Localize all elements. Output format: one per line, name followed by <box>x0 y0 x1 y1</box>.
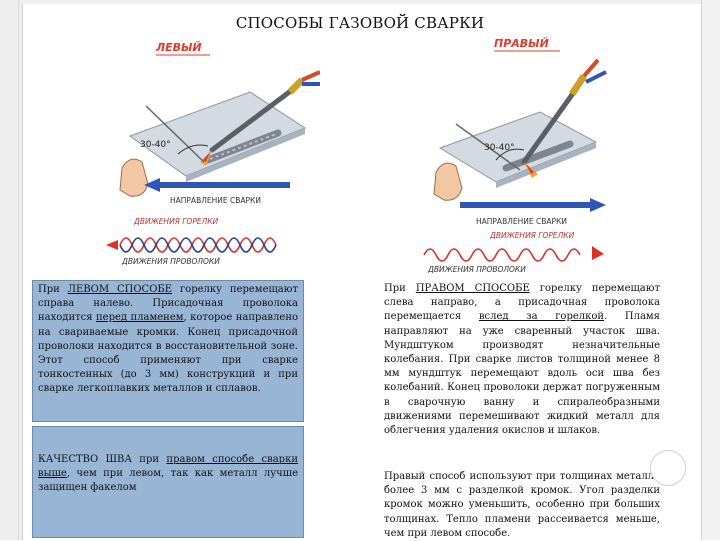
left-plate-edge <box>186 128 305 182</box>
right-method-tag: ПРАВЫЙ <box>494 37 549 50</box>
right-method-usage: Правый способ используют при толщинах ме… <box>384 471 660 539</box>
slide-decoration-circle <box>650 450 686 486</box>
left-torch-motion-label: ДВИЖЕНИЯ ГОРЕЛКИ <box>133 217 219 226</box>
left-method-description: При ЛЕВОМ СПОСОБЕ горелку перемещают спр… <box>32 280 304 422</box>
right-metal-plate <box>438 111 598 183</box>
slide-right-border <box>701 0 720 540</box>
right-flame-core <box>526 164 534 174</box>
left-desc-heading: ЛЕВОМ СПОСОБЕ <box>67 284 173 295</box>
left-desc-text-3: , которое направлено на свариваемые кром… <box>38 312 299 395</box>
right-angle-arc <box>495 148 525 161</box>
left-torch-handle <box>287 77 305 95</box>
right-wave-arrow <box>592 246 604 260</box>
slide-left-border <box>0 0 23 540</box>
right-torch-nozzle <box>521 89 577 165</box>
left-wave-arrow <box>106 240 118 250</box>
right-wire-motion-label: ДВИЖЕНИЯ ПРОВОЛОКИ <box>427 265 526 274</box>
left-weld-ripples <box>209 133 277 160</box>
right-method-description: При ПРАВОМ СПОСОБЕ горелку перемещают сл… <box>384 282 660 438</box>
right-desc-emphasis: вслед за горелкой <box>478 311 605 323</box>
right-angle-label: 30-40° <box>484 143 515 153</box>
left-desc-emphasis: перед пламенем <box>96 312 184 324</box>
left-method-tag: ЛЕВЫЙ <box>155 41 202 54</box>
right-torch-motion-label: ДВИЖЕНИЯ ГОРЕЛКИ <box>489 231 575 240</box>
left-direction-label: НАПРАВЛЕНИЕ СВАРКИ <box>170 196 261 205</box>
right-filler-wire <box>455 123 521 171</box>
left-flame-core <box>203 152 210 162</box>
weld-quality-note: КАЧЕСТВО ШВА при правом способе сварки в… <box>32 426 304 538</box>
right-weld-bead <box>502 140 574 172</box>
right-direction-arrow <box>460 198 606 212</box>
right-torch-wave <box>423 248 581 262</box>
right-plate-edge <box>496 142 596 188</box>
left-torch-nozzle <box>209 87 295 153</box>
quality-note-text-2: , чем при левом, так как металл лучше за… <box>38 468 298 494</box>
page-title: СПОСОБЫ ГАЗОВОЙ СВАРКИ <box>235 14 485 32</box>
left-desc-text-2: горелку перемещают справа налево. Присад… <box>38 284 298 324</box>
left-torch-wave <box>119 237 277 253</box>
right-gas-hose-2 <box>585 70 607 84</box>
slide-top-border <box>22 0 702 4</box>
quality-note-text-1: КАЧЕСТВО ШВА при <box>38 454 167 465</box>
right-torch-handle <box>569 74 587 96</box>
right-desc-text-2: горелку перемещают слева направо, а прис… <box>384 283 660 323</box>
right-gas-hose <box>582 58 600 78</box>
left-direction-arrow <box>144 178 290 192</box>
left-angle-label: 30-40° <box>140 140 171 150</box>
right-desc-heading: ПРАВОМ СПОСОБЕ <box>415 283 530 294</box>
right-desc-text-3: . Пламя направляют на уже сваренный учас… <box>384 311 660 437</box>
left-gas-hose <box>301 70 320 82</box>
left-desc-text-1: При <box>38 284 68 295</box>
right-method-illustration: ПРАВЫЙ 30-40° НАПРАВЛЕНИЕ СВАРКИ ДВИЖЕНИ… <box>423 37 607 274</box>
right-desc-text-1: При <box>384 283 416 294</box>
left-wire-motion-label: ДВИЖЕНИЯ ПРОВОЛОКИ <box>121 257 220 266</box>
left-method-illustration: ЛЕВЫЙ 30-40° НАПРАВЛЕНИЕ СВАРКИ ДВИЖЕНИЯ… <box>106 41 320 266</box>
left-angle-arc <box>177 144 209 155</box>
right-hand-icon <box>433 162 463 201</box>
left-wire-wave <box>119 237 277 253</box>
right-direction-label: НАПРАВЛЕНИЕ СВАРКИ <box>476 217 567 226</box>
left-hand-icon <box>119 158 149 197</box>
quality-note-emphasis: правом способе сварки выше <box>38 454 298 480</box>
left-filler-wire <box>145 105 205 163</box>
